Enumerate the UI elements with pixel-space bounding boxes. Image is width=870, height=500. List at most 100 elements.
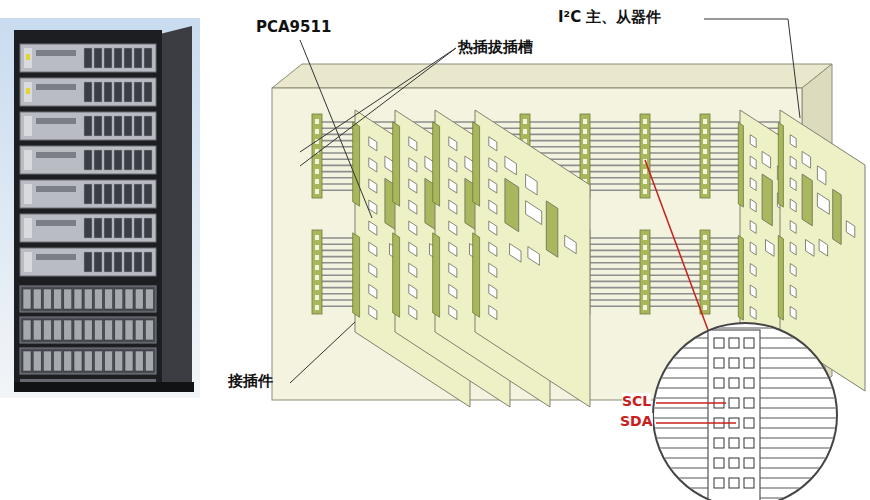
rack-front	[14, 30, 162, 392]
slot-pin	[703, 235, 707, 240]
disk-slot	[94, 320, 102, 340]
drive-bay	[84, 252, 92, 272]
card-connector	[433, 122, 440, 206]
disk-slot	[135, 289, 143, 309]
disk-slot	[23, 320, 31, 340]
rack-side	[160, 26, 192, 392]
disk-slot	[94, 351, 102, 371]
server-unit	[20, 112, 156, 140]
slot-pin	[703, 275, 707, 280]
card-component	[817, 193, 829, 214]
card-component	[449, 221, 457, 235]
drive-bay	[134, 184, 142, 204]
slot-pin	[315, 295, 319, 300]
leader-line	[300, 48, 456, 166]
signal-name: SDA	[620, 413, 653, 430]
card-component	[790, 264, 796, 277]
connector-pin	[729, 458, 739, 468]
drive-bay	[114, 48, 122, 68]
slot-connector	[312, 230, 322, 314]
drive-bay	[114, 116, 122, 136]
disk-slot	[84, 320, 92, 340]
card-component	[409, 305, 417, 319]
card-connector	[778, 122, 783, 207]
card-connector	[738, 235, 743, 320]
drive-bay	[144, 116, 152, 136]
card-component	[489, 179, 497, 193]
slot-pin	[703, 285, 707, 290]
card-component	[790, 242, 796, 255]
disk-slot	[43, 289, 51, 309]
card-component	[750, 285, 756, 298]
slot-pin	[315, 255, 319, 260]
server-unit	[20, 248, 156, 276]
slot-pin	[703, 245, 707, 250]
card-component	[489, 263, 497, 277]
pin-leader	[656, 422, 736, 424]
slot-pin	[703, 255, 707, 260]
card-component	[766, 240, 775, 257]
slot-pin	[315, 189, 319, 194]
card-component	[750, 264, 756, 277]
signal-name: SCL	[622, 393, 651, 410]
card-component	[802, 174, 812, 226]
connector-pin	[744, 478, 754, 488]
leader-line	[300, 48, 456, 152]
slot-connector	[700, 230, 710, 314]
card-connector	[473, 233, 480, 317]
backplane-top	[272, 64, 832, 88]
connector-pin	[729, 438, 739, 448]
card-component	[489, 305, 497, 319]
disk-slot	[23, 351, 31, 371]
slot-pin	[583, 139, 587, 144]
slot-pin	[315, 119, 319, 124]
card-component	[409, 200, 417, 214]
card-connector	[778, 235, 783, 320]
drive-bay	[144, 252, 152, 272]
card-component	[449, 284, 457, 298]
card-component	[369, 263, 377, 277]
card-component	[790, 178, 796, 191]
unit-handle	[24, 218, 32, 238]
connector-pin	[744, 398, 754, 408]
slot-connector	[640, 114, 650, 198]
card-component	[369, 137, 377, 151]
card-component	[369, 179, 377, 193]
card-component	[790, 221, 796, 234]
card-component	[409, 137, 417, 151]
unit-panel	[36, 50, 76, 56]
disk-slot	[105, 351, 113, 371]
drive-bay	[94, 150, 102, 170]
slot-pin	[703, 265, 707, 270]
slot-pin	[643, 129, 647, 134]
card-component	[489, 137, 497, 151]
slot-pin	[643, 245, 647, 250]
disk-slot	[125, 289, 133, 309]
slot-pin	[643, 305, 647, 310]
drive-bay	[104, 116, 112, 136]
slot-pin	[643, 265, 647, 270]
card-component	[790, 156, 796, 169]
drive-bay	[114, 252, 122, 272]
disk-slot	[33, 351, 41, 371]
leader-line	[704, 19, 800, 118]
card-component	[750, 242, 756, 255]
card-component	[505, 178, 519, 231]
slot-pin	[703, 139, 707, 144]
card-component	[528, 247, 540, 266]
card-component	[546, 201, 558, 257]
leader-line	[300, 40, 372, 218]
server-unit	[20, 214, 156, 242]
slot-pin	[703, 149, 707, 154]
drive-bay	[104, 184, 112, 204]
card-component	[409, 158, 417, 172]
card-component	[449, 305, 457, 319]
card-connector	[393, 122, 400, 206]
disk-slot	[23, 289, 31, 309]
disk-slot	[105, 320, 113, 340]
card-component	[526, 174, 538, 195]
disk-slot	[145, 320, 153, 340]
card-component	[750, 221, 756, 234]
drive-bay	[124, 150, 132, 170]
